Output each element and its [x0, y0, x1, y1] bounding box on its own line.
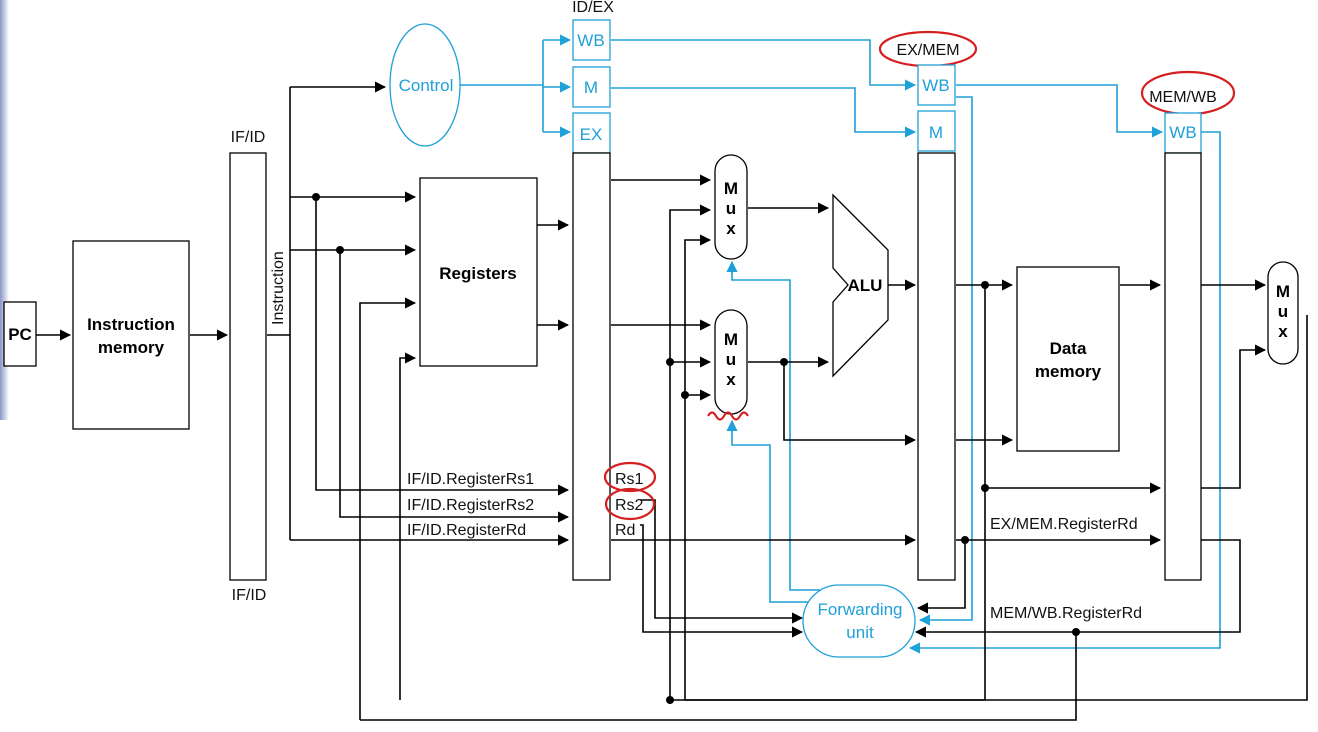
alu-label: ALU	[848, 276, 883, 295]
rs1-red-circle	[603, 461, 657, 493]
ex-mem-wb-field: WB	[922, 76, 949, 95]
register-file: Registers	[419, 177, 538, 367]
signal-labels: IF/ID.RegisterRs1 IF/ID.RegisterRs2 IF/I…	[407, 461, 1142, 622]
id-ex-wb-field: WB	[577, 31, 604, 50]
mux-letter-x: x	[726, 219, 736, 238]
id-ex-register: ID/EX WB M EX	[572, 0, 614, 581]
data-memory: Data memory	[1016, 266, 1120, 452]
instruction-label: Instruction	[270, 251, 287, 325]
mux-letter-u: u	[726, 350, 736, 369]
alu-input-b-mux: M u x	[707, 309, 749, 421]
alu-input-a-mux: M u x	[714, 154, 748, 260]
ex-mem-label: EX/MEM	[896, 42, 959, 59]
mem-wb-wb-field: WB	[1169, 123, 1196, 142]
registers-label: Registers	[439, 264, 516, 283]
rs2-label: Rs2	[615, 497, 644, 514]
ifid-registerrs2-label: IF/ID.RegisterRs2	[407, 497, 534, 514]
if-id-bottom-label: IF/ID	[232, 587, 267, 604]
if-id-register: IF/ID IF/ID Instruction	[229, 129, 287, 604]
control-unit: Control	[389, 23, 461, 147]
mux-letter-u: u	[1278, 302, 1288, 321]
ex-mem-register: EX/MEM WB M	[878, 30, 978, 581]
rs1-label: Rs1	[615, 471, 644, 488]
alu: ALU	[832, 193, 889, 378]
data-memory-label-1: Data	[1050, 339, 1087, 358]
id-ex-m-field: M	[584, 78, 598, 97]
rs2-red-circle	[604, 487, 656, 521]
mem-wb-register: MEM/WB WB	[1140, 70, 1236, 581]
control-label: Control	[399, 76, 454, 95]
ex-mem-m-field: M	[929, 123, 943, 142]
exmem-registerrd-label: EX/MEM.RegisterRd	[990, 516, 1138, 533]
pc-label: PC	[8, 325, 32, 344]
mux-letter-m: M	[1276, 282, 1290, 301]
pc-register: PC	[3, 301, 37, 367]
mem-wb-label: MEM/WB	[1149, 89, 1217, 106]
slide-edge-decoration	[0, 0, 9, 420]
if-id-label: IF/ID	[231, 129, 266, 146]
instruction-memory: Instruction memory	[72, 240, 190, 430]
forwarding-unit-label-2: unit	[846, 623, 874, 642]
mux-letter-x: x	[1278, 322, 1288, 341]
mux-letter-x: x	[726, 370, 736, 389]
id-ex-label: ID/EX	[572, 0, 614, 16]
red-squiggle-annotation	[707, 411, 749, 421]
instruction-memory-label-1: Instruction	[87, 315, 175, 334]
wire-junctions	[312, 193, 1080, 704]
mux-letter-m: M	[724, 330, 738, 349]
forwarding-unit: Forwarding unit	[802, 584, 916, 658]
memwb-registerrd-label: MEM/WB.RegisterRd	[990, 605, 1142, 622]
control-signal-wires	[460, 34, 1221, 654]
write-back-mux: M u x	[1267, 261, 1299, 365]
forwarding-unit-label-1: Forwarding	[817, 600, 902, 619]
id-ex-ex-field: EX	[580, 125, 603, 144]
mux-letter-u: u	[726, 199, 736, 218]
instruction-memory-label-2: memory	[98, 338, 165, 357]
ifid-registerrs1-label: IF/ID.RegisterRs1	[407, 471, 534, 488]
ifid-registerrd-label: IF/ID.RegisterRd	[407, 522, 526, 539]
rd-label: Rd	[615, 522, 635, 539]
mux-letter-m: M	[724, 179, 738, 198]
data-memory-label-2: memory	[1035, 362, 1102, 381]
